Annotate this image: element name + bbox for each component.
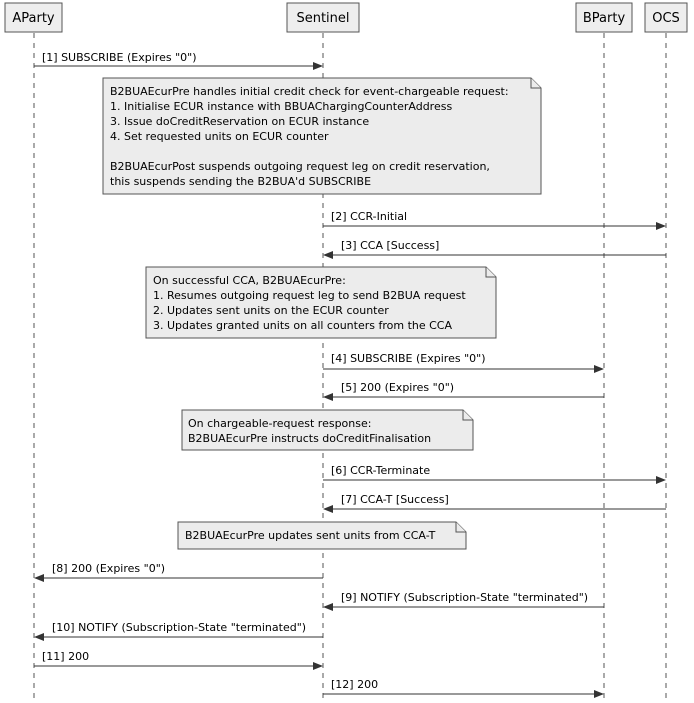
arrowhead [323, 603, 333, 611]
message-2: [2] CCR-Initial [323, 210, 666, 230]
arrowhead [656, 476, 666, 484]
note-3-line-2: B2BUAEcurPre instructs doCreditFinalisat… [188, 432, 431, 445]
message-3: [3] CCA [Success] [323, 239, 666, 259]
arrowhead [594, 365, 604, 373]
note-1-line-2: 1. Initialise ECUR instance with BBUACha… [110, 100, 452, 113]
message-6-label: [6] CCR-Terminate [331, 464, 430, 477]
note-4-line-1: B2BUAEcurPre updates sent units from CCA… [185, 529, 436, 542]
note-3: On chargeable-request response: B2BUAEcu… [181, 409, 474, 451]
message-11-label: [11] 200 [42, 650, 89, 663]
participant-sentinel-label: Sentinel [296, 11, 349, 26]
message-6: [6] CCR-Terminate [323, 464, 666, 484]
participant-bparty-label: BParty [583, 11, 626, 26]
participant-aparty-label: AParty [12, 11, 55, 26]
note-2: On successful CCA, B2BUAEcurPre: 1. Resu… [145, 266, 497, 339]
message-8: [8] 200 (Expires "0") [34, 562, 323, 582]
arrowhead [34, 633, 44, 641]
note-1-line-6: B2BUAEcurPost suspends outgoing request … [110, 160, 490, 173]
arrowhead [34, 574, 44, 582]
arrowhead [323, 251, 333, 259]
message-1-label: [1] SUBSCRIBE (Expires "0") [42, 51, 196, 64]
arrowhead [594, 690, 604, 698]
message-12-label: [12] 200 [331, 678, 378, 691]
message-10: [10] NOTIFY (Subscription-State "termina… [34, 621, 323, 641]
message-4-label: [4] SUBSCRIBE (Expires "0") [331, 352, 485, 365]
arrowhead [656, 222, 666, 230]
message-2-label: [2] CCR-Initial [331, 210, 407, 223]
message-9: [9] NOTIFY (Subscription-State "terminat… [323, 591, 604, 611]
note-1: B2BUAEcurPre handles initial credit chec… [102, 77, 542, 195]
message-8-label: [8] 200 (Expires "0") [52, 562, 165, 575]
note-2-line-1: On successful CCA, B2BUAEcurPre: [153, 274, 346, 287]
message-11: [11] 200 [34, 650, 323, 670]
note-2-line-4: 3. Updates granted units on all counters… [153, 319, 452, 332]
note-2-line-2: 1. Resumes outgoing request leg to send … [153, 289, 466, 302]
note-4: B2BUAEcurPre updates sent units from CCA… [177, 521, 467, 550]
message-10-label: [10] NOTIFY (Subscription-State "termina… [52, 621, 306, 634]
message-5-label: [5] 200 (Expires "0") [341, 381, 454, 394]
message-12: [12] 200 [323, 678, 604, 698]
arrowhead [313, 662, 323, 670]
participant-bparty: BParty [575, 2, 633, 33]
participant-aparty: AParty [4, 2, 63, 33]
note-1-line-7: this suspends sending the B2BUA'd SUBSCR… [110, 175, 371, 188]
arrowhead [323, 505, 333, 513]
message-9-label: [9] NOTIFY (Subscription-State "terminat… [341, 591, 588, 604]
participant-ocs: OCS [644, 2, 688, 33]
note-1-line-3: 3. Issue doCreditReservation on ECUR ins… [110, 115, 369, 128]
arrowhead [313, 62, 323, 70]
message-4: [4] SUBSCRIBE (Expires "0") [323, 352, 604, 373]
note-1-line-1: B2BUAEcurPre handles initial credit chec… [110, 85, 509, 98]
message-7-label: [7] CCA-T [Success] [341, 493, 449, 506]
arrowhead [323, 393, 333, 401]
note-1-line-4: 4. Set requested units on ECUR counter [110, 130, 329, 143]
message-1: [1] SUBSCRIBE (Expires "0") [34, 51, 323, 70]
message-7: [7] CCA-T [Success] [323, 493, 666, 513]
participant-sentinel: Sentinel [286, 2, 360, 33]
participant-ocs-label: OCS [652, 11, 680, 26]
message-3-label: [3] CCA [Success] [341, 239, 439, 252]
note-2-line-3: 2. Updates sent units on the ECUR counte… [153, 304, 389, 317]
message-5: [5] 200 (Expires "0") [323, 381, 604, 401]
note-3-line-1: On chargeable-request response: [188, 417, 371, 430]
